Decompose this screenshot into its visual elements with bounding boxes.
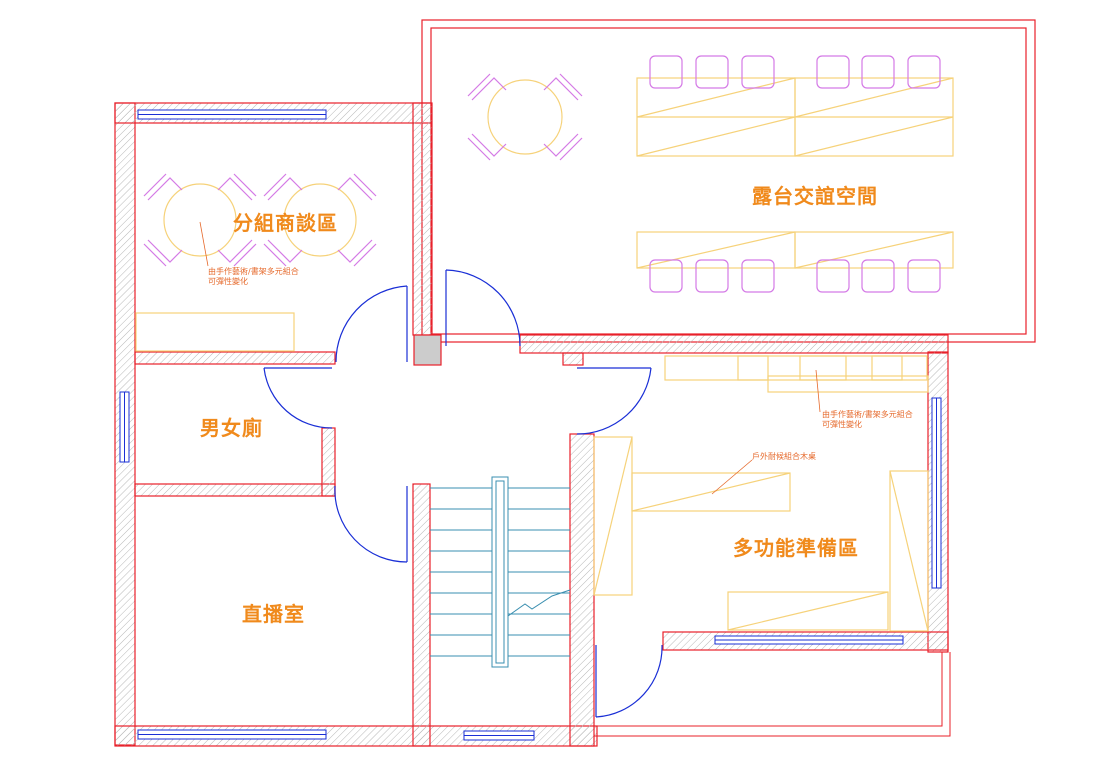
room-label-terrace: 露台交誼空間 [752,184,878,208]
prep-furniture [593,355,929,632]
terrace-furniture [467,55,954,293]
outer-boundary [594,652,951,737]
discussion-furniture [135,173,377,352]
staircase [430,476,571,668]
windows [119,109,942,741]
room-label-prep-area: 多功能準備區 [733,536,859,560]
doors [263,269,663,718]
room-label-group-discussion: 分組商談區 [233,211,338,235]
note-group-shelf: 由手作藝術/書架多元組合 可彈性變化 [208,267,299,287]
note-outdoor-table: 戶外耐候組合木桌 [752,452,816,461]
room-label-live-room: 直播室 [242,602,305,626]
note-group-shelf-line1: 由手作藝術/書架多元組合 [208,267,299,276]
note-prep-shelf-line2: 可彈性變化 [822,420,862,429]
note-prep-shelf: 由手作藝術/書架多元組合 可彈性變化 [822,410,913,430]
note-group-shelf-line2: 可彈性變化 [208,277,248,286]
room-label-restroom: 男女廁 [200,416,263,440]
note-prep-shelf-line1: 由手作藝術/書架多元組合 [822,410,913,419]
